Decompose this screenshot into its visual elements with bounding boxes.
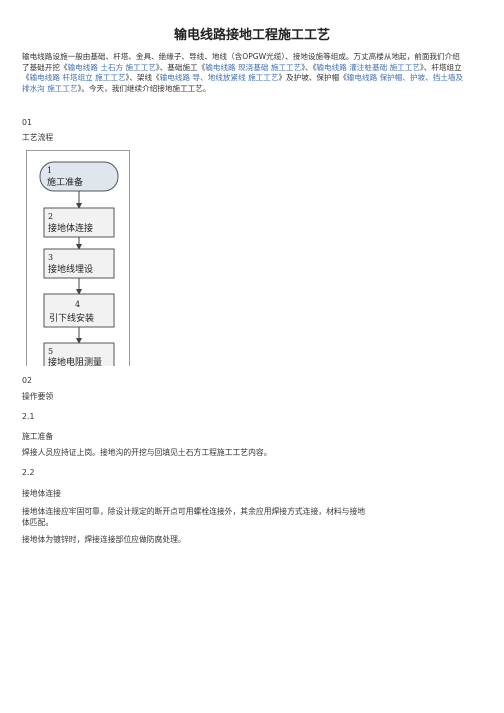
intro-text-segment: 输电线路设施一般由基础、杆塔、金具、绝缘子、导线、地线（含OPGW光缆）、接地设… bbox=[22, 52, 460, 72]
subsection-2-2-text-1: 接地体连接应牢固可靠，除设计规定的断开点可用螺栓连接外，其余应用焊接方式连接，材… bbox=[22, 507, 366, 527]
intro-text-segment: 》。今天，我们继续介绍接地施工工艺。 bbox=[77, 83, 211, 93]
intro-paragraph: 输电线路设施一般由基础、杆塔、金具、绝缘子、导线、地线（含OPGW光缆）、接地设… bbox=[22, 52, 467, 94]
process-flowchart: 1 施工准备 2 接地体连接 3 接地线埋设 4 引下线安装 5 接地电阻测量 bbox=[26, 150, 130, 366]
flow-step-5-label: 接地电阻测量 bbox=[48, 356, 102, 366]
section-02-number: 02 bbox=[22, 376, 32, 385]
intro-text-segment: 》、《 bbox=[301, 62, 317, 72]
subsection-2-1-text: 焊接人员应持证上岗。接地沟的开挖与回填见土石方工程施工工艺内容。 bbox=[22, 448, 272, 457]
flow-step-2-number: 2 bbox=[48, 212, 53, 221]
intro-text-segment: 》、架线《 bbox=[125, 73, 160, 83]
intro-article-link[interactable]: 输电线路 杆塔组立 施工工艺 bbox=[29, 73, 126, 83]
flow-step-3-number: 3 bbox=[48, 253, 53, 262]
flow-step-3-shape bbox=[43, 248, 115, 279]
subsection-2-2-text-2: 接地体为镀锌时，焊接连接部位应做防腐处理。 bbox=[22, 535, 186, 544]
subsection-2-2-title: 接地体连接 bbox=[22, 489, 61, 498]
intro-article-link[interactable]: 输电线路 灌注桩基础 施工工艺 bbox=[316, 62, 420, 72]
intro-text-segment: 》、基础施工《 bbox=[155, 62, 206, 72]
flow-step-4-label: 引下线安装 bbox=[49, 312, 94, 324]
section-01-title: 工艺流程 bbox=[22, 133, 54, 142]
flow-step-2-label: 接地体连接 bbox=[48, 222, 93, 234]
flow-step-1-label: 施工准备 bbox=[47, 176, 83, 188]
flow-step-5-shape bbox=[43, 342, 115, 366]
section-02-title: 操作要领 bbox=[22, 392, 54, 401]
flow-step-4-number: 4 bbox=[75, 300, 80, 309]
flow-step-1-number: 1 bbox=[47, 166, 52, 175]
intro-article-link[interactable]: 输电线路 现浇基础 施工工艺 bbox=[205, 62, 302, 72]
page-title: 输电线路接地工程施工工艺 bbox=[173, 28, 330, 43]
intro-article-link[interactable]: 输电线路 导、地线放紧线 施工工艺 bbox=[159, 73, 279, 83]
flow-step-4-shape bbox=[43, 293, 115, 328]
subsection-2-2-number: 2.2 bbox=[22, 468, 35, 477]
flow-step-3-label: 接地线埋设 bbox=[48, 263, 93, 275]
subsection-2-1-number: 2.1 bbox=[22, 412, 35, 421]
intro-article-link[interactable]: 输电线路 土石方 施工工艺 bbox=[67, 62, 156, 72]
intro-text-segment: 》及护坡、保护帽《 bbox=[278, 73, 347, 83]
intro-article-link[interactable]: 输电线路 保护帽、护坡、挡土墙及排水沟 施工工艺 bbox=[22, 73, 464, 93]
section-01-number: 01 bbox=[22, 118, 32, 127]
flow-step-5-number: 5 bbox=[48, 347, 53, 356]
subsection-2-1-title: 施工准备 bbox=[22, 432, 54, 441]
intro-text-segment: 》、杆塔组立《 bbox=[22, 62, 462, 83]
